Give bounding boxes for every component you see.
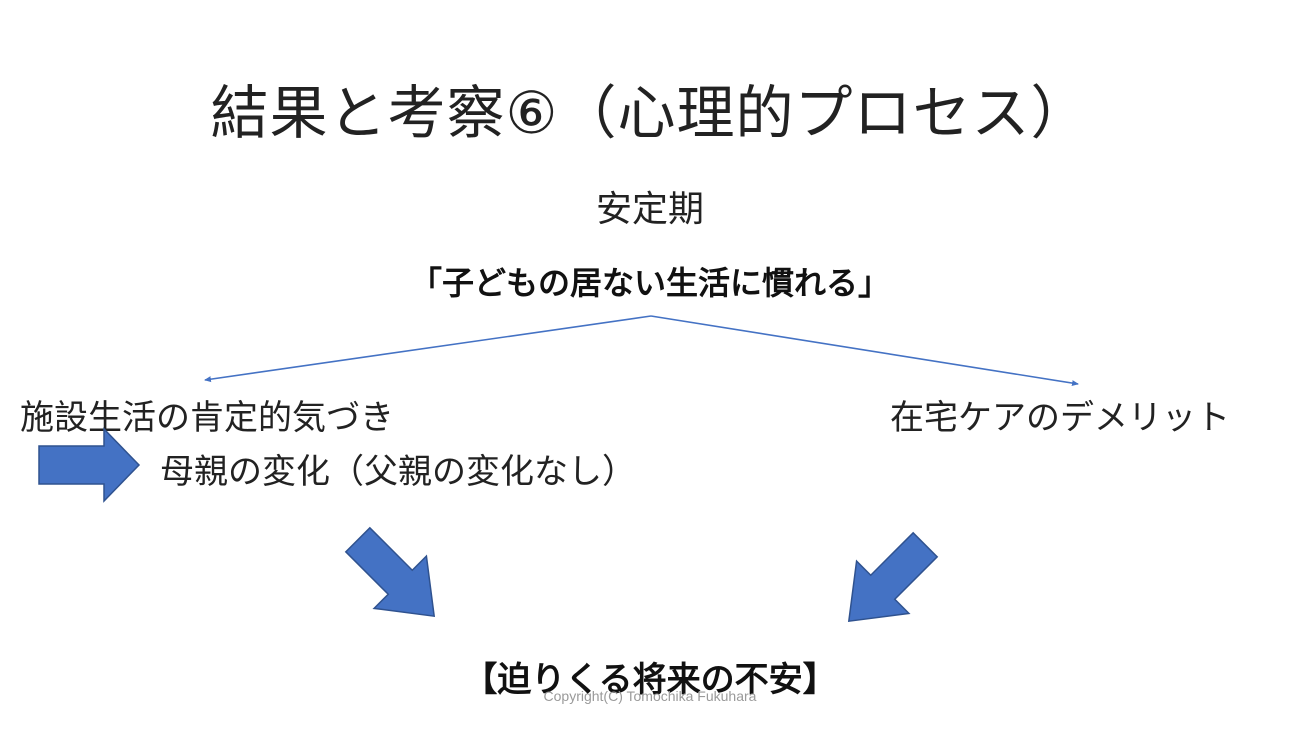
left-branch-text: 施設生活の肯定的気づき bbox=[20, 398, 394, 438]
slide-title: 結果と考察⑥（心理的プロセス） bbox=[210, 79, 1090, 147]
down-left-block-arrow-icon bbox=[847, 531, 939, 623]
mother-change-text: 母親の変化（父親の変化なし） bbox=[160, 452, 636, 492]
right-branch-text: 在宅ケアのデメリット bbox=[890, 398, 1230, 438]
left-branch-arrow-icon bbox=[204, 315, 652, 383]
down-right-block-arrow-icon bbox=[344, 526, 436, 618]
right-block-arrow-icon bbox=[38, 427, 141, 503]
conclusion-text: 【迫りくる将来の不安】 bbox=[463, 660, 837, 700]
right-branch-arrow-icon bbox=[650, 315, 1079, 387]
main-point: 「子どもの居ない生活に慣れる」 bbox=[409, 264, 890, 302]
copyright-text: Copyright(C) Tomochika Fukuhara bbox=[543, 688, 757, 704]
phase-label: 安定期 bbox=[595, 189, 704, 230]
